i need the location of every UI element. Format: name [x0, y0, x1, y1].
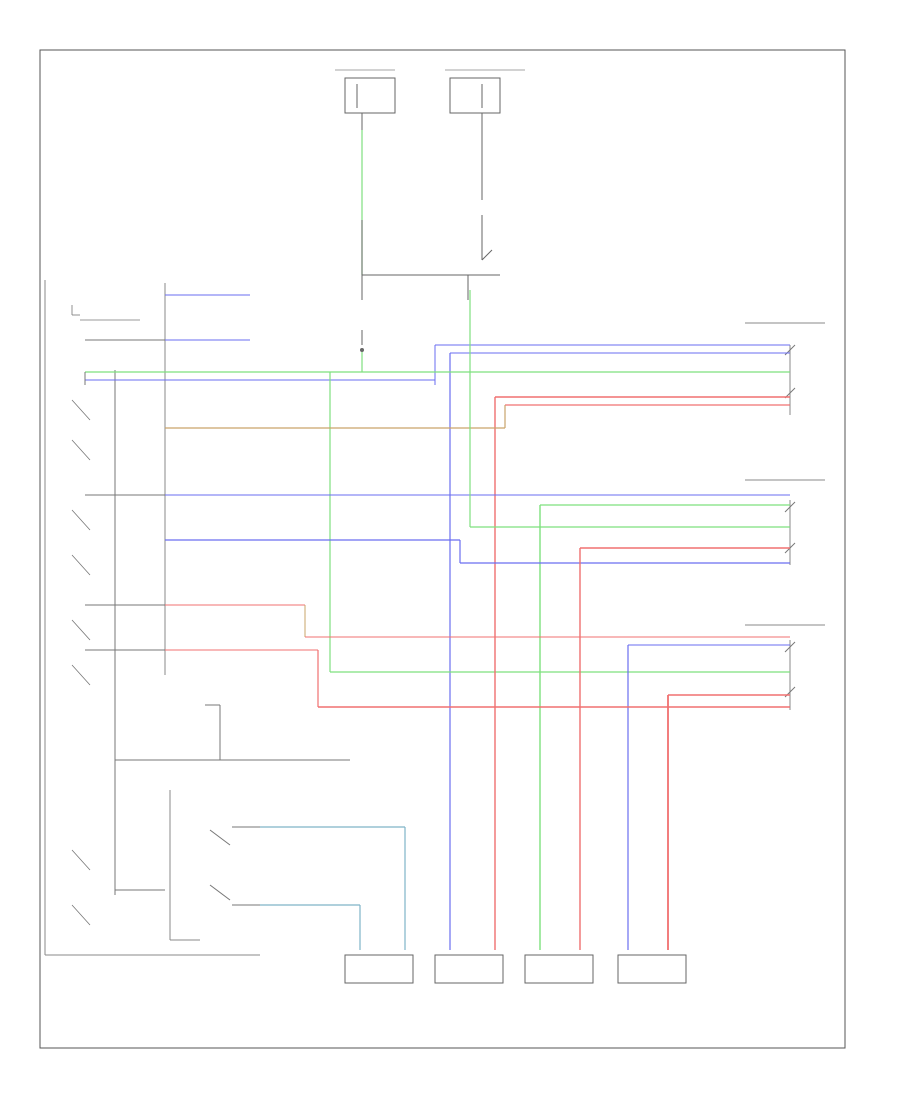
window-switch-group-3 — [745, 624, 825, 710]
window-switch-group-2 — [745, 479, 825, 565]
top-left-fuse — [335, 69, 396, 114]
motor-right-rear — [524, 954, 594, 984]
motor-left-front — [344, 954, 414, 984]
motor-right-front — [617, 954, 687, 984]
diagram-frame — [39, 49, 846, 1049]
window-switch-group-1 — [745, 322, 825, 415]
top-right-fuse — [445, 69, 525, 114]
master-switch-contacts — [71, 305, 140, 926]
motor-left-rear — [434, 954, 504, 984]
